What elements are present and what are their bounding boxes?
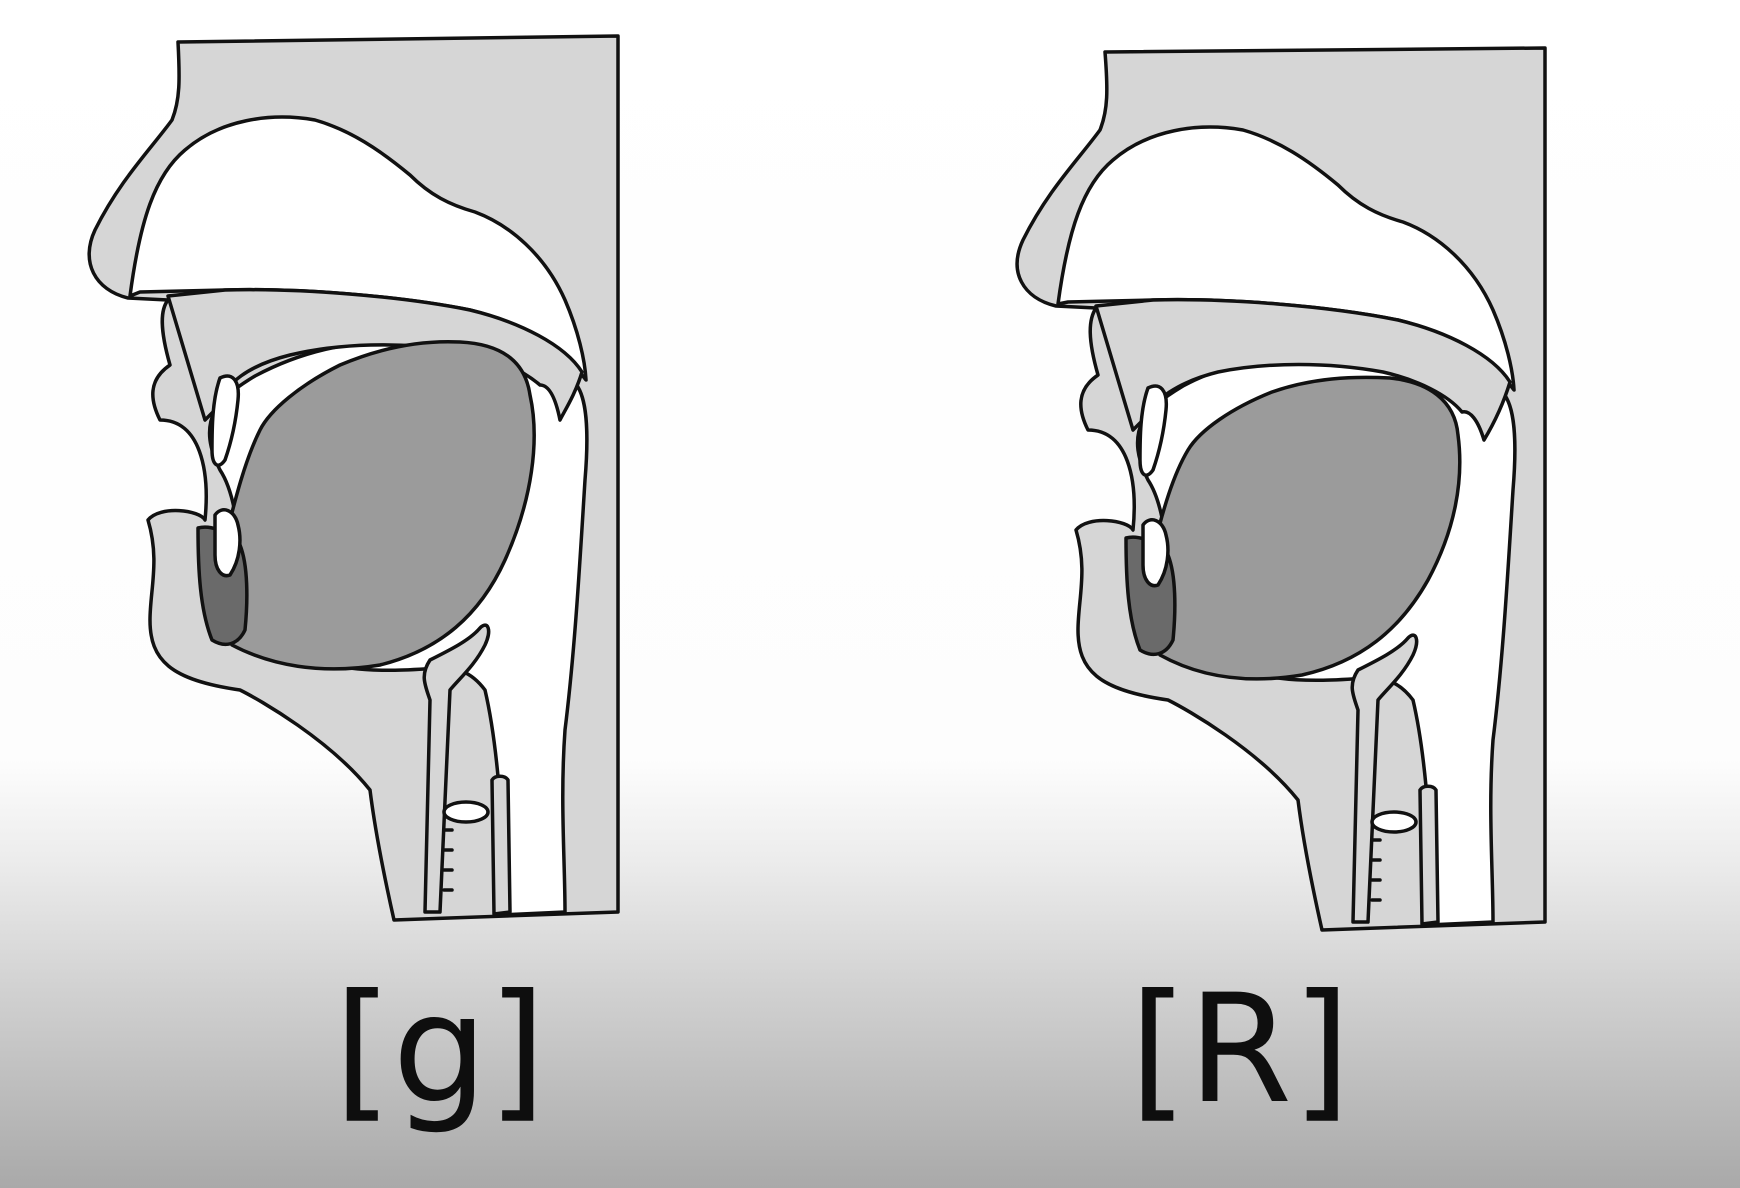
lower-tooth [213,508,242,578]
esophagus-wall [1418,784,1440,926]
vocal-folds [442,800,490,824]
trachea-rings [1370,838,1382,902]
epiglottis [1350,633,1419,924]
epiglottis [422,623,491,914]
velum [1094,297,1512,442]
phoneme-label-r: [R] [1129,963,1351,1137]
diagram-panel-r: [R] [870,0,1740,1188]
vocal-folds [1370,810,1418,834]
vocal-tract-diagram-r [1015,46,1547,932]
upper-tooth [1138,384,1169,477]
velum [166,287,584,422]
lower-tooth [1141,518,1170,588]
esophagus-wall [490,774,512,916]
vocal-tract-diagram-g [87,34,620,922]
upper-tooth [210,374,241,467]
phoneme-label-g: [g] [333,963,547,1137]
trachea-rings [442,828,454,892]
diagram-panel-g: [g] [87,34,620,1137]
